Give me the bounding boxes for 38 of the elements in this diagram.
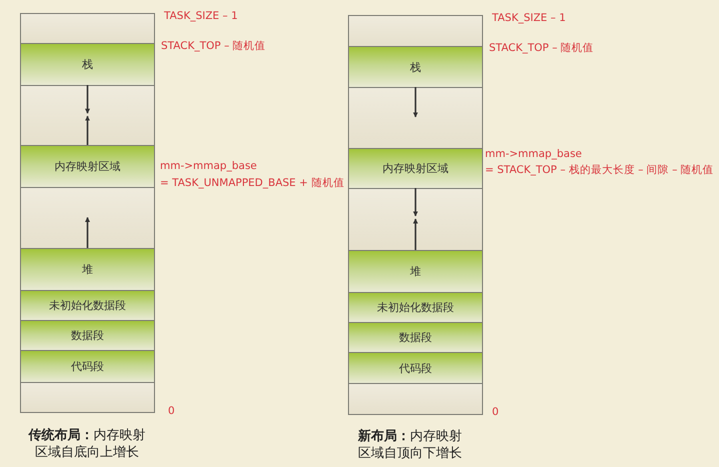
empty-segment-box [348,15,483,47]
arrow [85,85,90,114]
arrow [85,116,90,145]
empty-segment-box [20,187,155,249]
empty-segment-box [348,383,483,415]
memory-segment-box: 代码段 [20,350,155,383]
empty-segment-box [20,13,155,44]
caption: 传统布局：内存映射区域自底向上增长 [27,427,146,461]
memory-segment-box: 数据段 [20,320,155,351]
memory-segment-box: 未初始化数据段 [20,290,155,321]
arrow [413,188,418,216]
address-label: = STACK_TOP – 栈的最大长度 – 间隙 – 随机值 [485,163,714,177]
empty-segment-box [348,87,483,149]
empty-segment-box [20,382,155,413]
empty-segment-box [20,85,155,146]
arrow [413,87,418,118]
memory-segment-box: 未初始化数据段 [348,292,483,323]
address-label: 0 [492,406,499,418]
address-label: STACK_TOP – 随机值 [161,39,266,53]
memory-segment-box: 栈 [348,46,483,88]
address-label: TASK_SIZE – 1 [164,10,238,22]
address-label: 0 [168,405,175,417]
memory-segment-box: 栈 [20,43,155,86]
memory-segment-box: 内存映射区域 [348,148,483,189]
memory-segment-box: 代码段 [348,352,483,384]
caption: 新布局：内存映射区域自顶向下增长 [358,428,463,462]
empty-segment-box [348,188,483,251]
arrow [85,217,90,248]
memory-segment-box: 堆 [20,248,155,291]
memory-segment-box: 数据段 [348,322,483,353]
memory-segment-box: 堆 [348,250,483,293]
address-label: mm->mmap_base [160,160,257,172]
memory-segment-box: 内存映射区域 [20,145,155,188]
address-label: mm->mmap_base [485,148,582,160]
arrow [413,218,418,250]
address-label: = TASK_UNMAPPED_BASE + 随机值 [160,176,344,190]
address-label: STACK_TOP – 随机值 [489,41,594,55]
address-label: TASK_SIZE – 1 [492,12,566,24]
